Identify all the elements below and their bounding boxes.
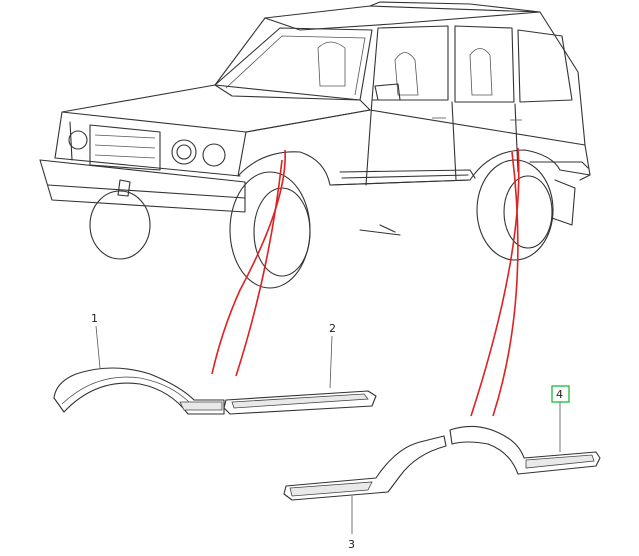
callout-label-1: 1 [91, 312, 98, 325]
part-door-moulding[interactable] [223, 390, 377, 415]
leader-rear-inner [492, 151, 519, 417]
callout-4[interactable]: 4 [551, 385, 570, 452]
part-rear-sill-moulding[interactable] [283, 435, 447, 501]
vehicle-illustration [39, 1, 591, 289]
callout-label-4: 4 [556, 388, 563, 401]
callout-label-3: 3 [348, 538, 355, 551]
callout-1[interactable]: 1 [91, 312, 101, 369]
leader-lines [211, 147, 520, 417]
leader-rear-outer [470, 147, 520, 417]
callout-highlight-box [551, 385, 570, 403]
callout-2[interactable]: 2 [329, 322, 336, 389]
part-rear-wheel-arch[interactable] [449, 425, 601, 475]
part-front-wheel-arch[interactable] [53, 367, 225, 415]
callout-3[interactable]: 3 [348, 496, 355, 551]
leader-front-inner [211, 149, 286, 375]
leader-front-outer [235, 159, 283, 377]
callout-label-2: 2 [329, 322, 336, 335]
